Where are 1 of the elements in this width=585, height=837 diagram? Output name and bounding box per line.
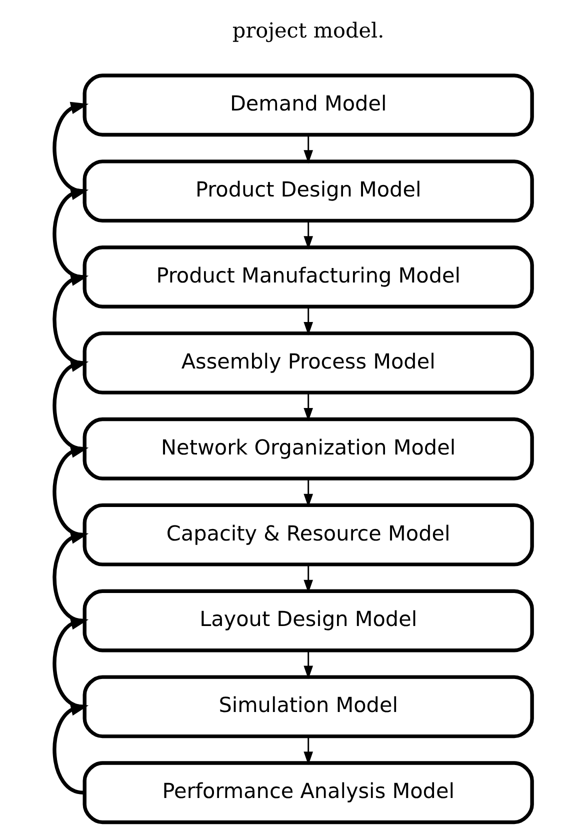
label: project model. — [232, 18, 384, 42]
